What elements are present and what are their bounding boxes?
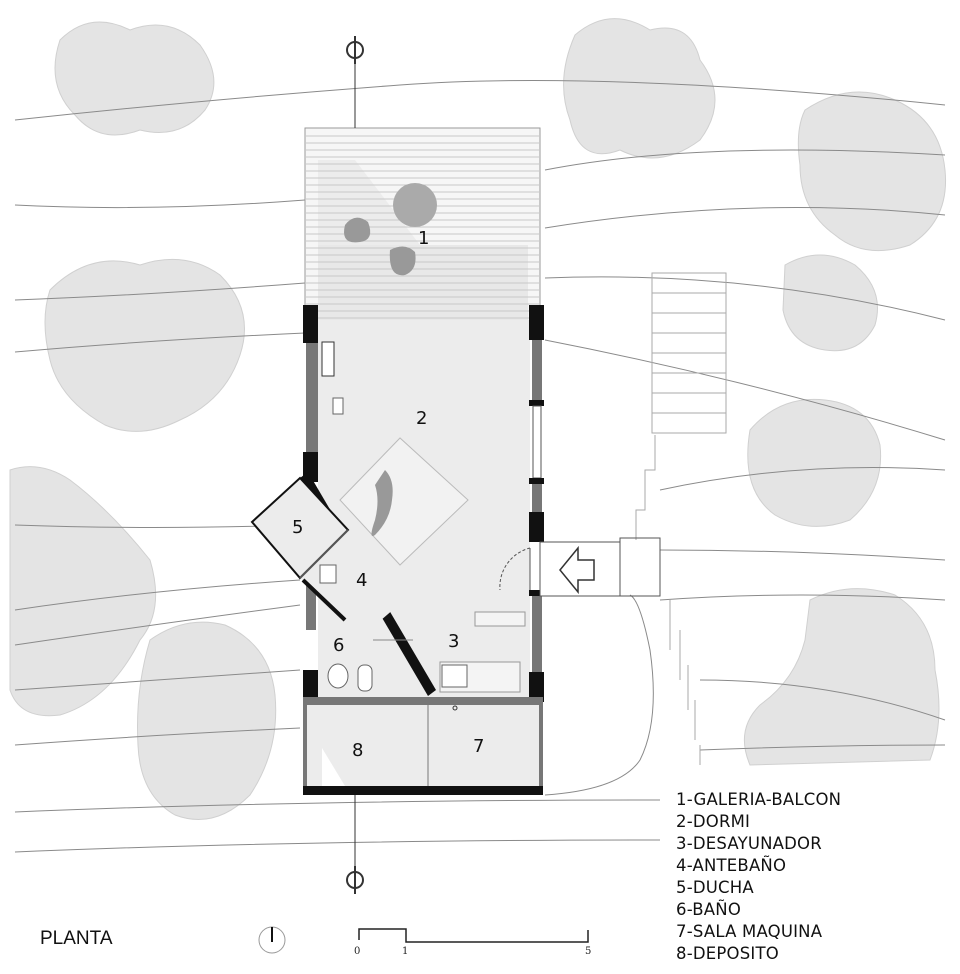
scale-bar — [358, 928, 589, 943]
legend-item: 1-GALERIA-BALCON — [676, 790, 842, 809]
room-number: 5 — [292, 517, 303, 538]
legend-item: 7-SALA MAQUINA — [676, 922, 823, 941]
drawing-title: PLANTA — [40, 928, 113, 949]
scale-label-0: 0 — [354, 946, 361, 957]
exterior-steps — [635, 272, 727, 765]
tree — [782, 254, 878, 352]
balcony — [304, 127, 541, 326]
legend-item: 2-DORMI — [676, 812, 751, 831]
shower-box — [250, 476, 413, 692]
north-arrow-icon — [258, 926, 286, 954]
contour-lines — [14, 80, 946, 853]
room-number: 8 — [352, 740, 363, 761]
tree — [747, 398, 882, 527]
tree — [563, 18, 716, 159]
entrance — [499, 537, 661, 597]
trees — [9, 18, 947, 820]
room-number: 7 — [473, 736, 484, 757]
room-number: 3 — [448, 631, 459, 652]
legend-item: 3-DESAYUNADOR — [676, 834, 822, 853]
room-numbers: 1 2 3 4 5 6 7 8 — [292, 228, 484, 761]
tree — [44, 258, 245, 432]
tree — [137, 621, 277, 820]
room-number: 2 — [416, 408, 427, 429]
entry-arrow-icon — [559, 545, 595, 595]
service-rooms — [307, 705, 539, 786]
room-number: 6 — [333, 635, 344, 656]
room-legend: 1-GALERIA-BALCON 2-DORMI 3-DESAYUNADOR 4… — [676, 789, 841, 965]
main-floor — [318, 320, 530, 697]
tree — [797, 91, 947, 252]
scale-label-5: 5 — [585, 946, 592, 957]
legend-item: 5-DUCHA — [676, 878, 754, 897]
section-line — [346, 36, 364, 894]
legend-item: 4-ANTEBAÑO — [676, 856, 787, 875]
room-number: 1 — [418, 228, 429, 249]
tree — [743, 588, 940, 766]
room-number: 4 — [356, 570, 367, 591]
legend-item: 6-BAÑO — [676, 900, 742, 919]
legend-item: 8-DEPOSITO — [676, 944, 779, 963]
tree — [54, 21, 215, 136]
tree — [9, 466, 157, 717]
scale-label-1: 1 — [402, 946, 409, 957]
